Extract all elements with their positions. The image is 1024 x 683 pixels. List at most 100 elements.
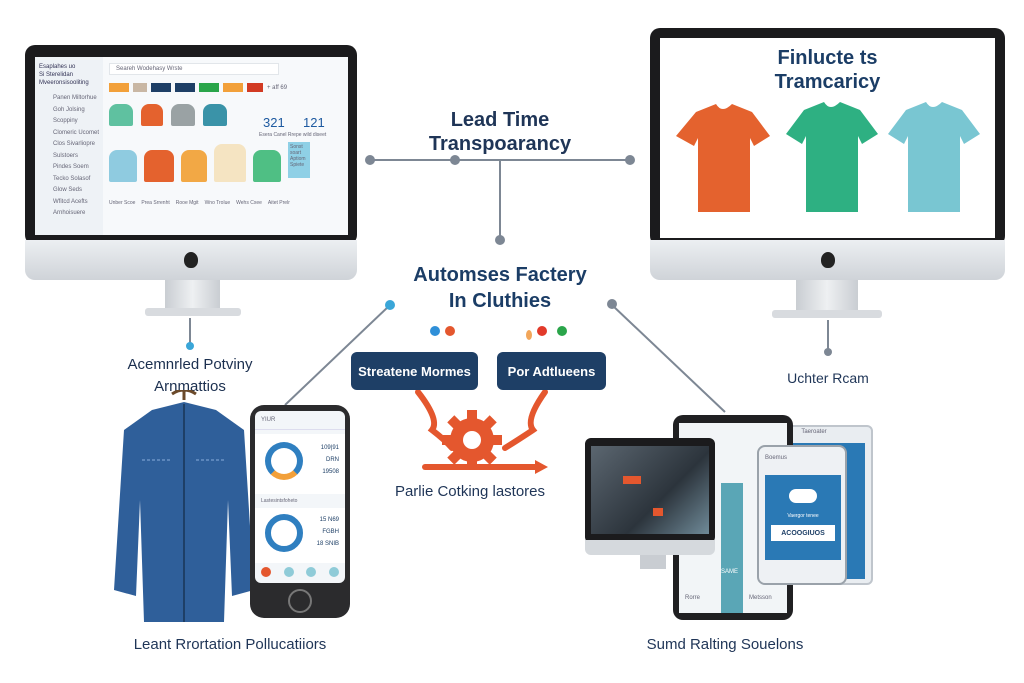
filter-label: + aff 69 bbox=[267, 84, 288, 91]
card-value: DRN bbox=[326, 457, 339, 463]
swatch[interactable] bbox=[133, 83, 147, 92]
ring-icon bbox=[265, 514, 303, 552]
card-value: 15 N69 bbox=[319, 517, 339, 523]
color-swatches: + aff 69 bbox=[109, 83, 342, 92]
tab-icon[interactable] bbox=[283, 567, 294, 577]
bottom-left-caption: Leant Rrortation Pollucatiiors bbox=[133, 636, 327, 653]
tab-icon[interactable] bbox=[261, 567, 272, 577]
footer-label: Metsson bbox=[749, 595, 772, 601]
metric-caption: Esera Canel Rrepe wild diseet bbox=[259, 132, 327, 138]
tab-icon[interactable] bbox=[328, 567, 339, 577]
card-value: 109|91 bbox=[320, 445, 339, 451]
product-label: Prea Srrenht bbox=[141, 200, 170, 206]
monitor-stand bbox=[165, 280, 220, 310]
sidebar-title: Esaplahes uo Si Sterelidan Mveeronsisool… bbox=[39, 63, 99, 87]
monitor-screen: Esaplahes uo Si Sterelidan Mveeronsisool… bbox=[35, 57, 348, 235]
phone-card[interactable]: 15 N69 FGBH 18 SNIB bbox=[255, 508, 345, 563]
tablet-label: Taeroater bbox=[801, 429, 827, 435]
product-row bbox=[109, 104, 342, 126]
card-value: FGBH bbox=[322, 529, 339, 535]
product-label: Wno Trolue bbox=[204, 200, 231, 206]
sidebar-item[interactable]: Sulstoers bbox=[53, 152, 79, 159]
title-line: Finlucte ts bbox=[777, 47, 878, 69]
caption-line: Acemnrled Potviny bbox=[127, 356, 253, 373]
device-icon bbox=[789, 489, 817, 503]
phone-header: YIUR bbox=[255, 411, 345, 430]
product-label: Wehs Cxee bbox=[236, 200, 262, 206]
swatch[interactable] bbox=[247, 83, 263, 92]
sidebar-item[interactable]: Tecko Solasof bbox=[53, 175, 91, 182]
monitor-base bbox=[145, 308, 241, 316]
monitor-stand bbox=[796, 280, 858, 312]
sidebar-item[interactable]: Scoppiny bbox=[53, 118, 78, 124]
title-line: Automses Factery bbox=[413, 264, 587, 286]
phone-card[interactable]: 109|91 DRN 19508 bbox=[255, 434, 345, 494]
monitor-screen: Finlucte ts Tramcaricy bbox=[660, 38, 995, 238]
card-values: 15 N69 FGBH 18 SNIB bbox=[317, 514, 339, 550]
jacket-product[interactable] bbox=[109, 104, 133, 126]
sidebar: Esaplahes uo Si Sterelidan Mveeronsisool… bbox=[35, 57, 103, 235]
jacket-product[interactable] bbox=[109, 150, 137, 182]
monitor-chin bbox=[650, 240, 1005, 280]
status-dot bbox=[445, 326, 455, 336]
sidebar-item[interactable]: Arnhoisuere bbox=[53, 210, 86, 216]
status-marker bbox=[623, 476, 641, 484]
card-value: 18 SNIB bbox=[316, 541, 339, 547]
screen-title: Finlucte ts Tramcaricy bbox=[720, 46, 935, 94]
hanger-icon bbox=[171, 390, 197, 400]
search-input[interactable]: Seareh Wodehasy Wrste bbox=[109, 63, 279, 75]
left-monitor: Esaplahes uo Si Sterelidan Mveeronsisool… bbox=[25, 45, 357, 245]
jacket-product[interactable] bbox=[253, 150, 281, 182]
tablet-title: Boemus bbox=[765, 455, 788, 461]
jacket-product[interactable] bbox=[144, 150, 174, 182]
sidebar-item[interactable]: Goh Jolsing bbox=[53, 106, 85, 113]
sidebar-item[interactable]: Clos Sivarliopre bbox=[53, 141, 96, 147]
action-button[interactable]: ACOOGIUOS bbox=[771, 525, 835, 541]
monitor-chin bbox=[585, 540, 715, 555]
sidebar-title-line: Esaplahes uo bbox=[39, 64, 76, 70]
title-line: In Cluthies bbox=[448, 290, 552, 312]
lead-time-title: Lead Time Transpoarancy bbox=[400, 108, 600, 156]
jacket-product[interactable] bbox=[203, 104, 227, 126]
factory-title: Automses Factery In Cluthies bbox=[380, 262, 620, 314]
jacket-product[interactable] bbox=[181, 150, 207, 182]
sidebar-item[interactable]: Pindes Soem bbox=[53, 164, 89, 170]
sidebar-item[interactable]: Clomeric Ucomet bbox=[53, 129, 100, 136]
monitor-chin bbox=[25, 240, 357, 280]
right-caption: Uchter Rcam bbox=[787, 370, 869, 386]
status-dot bbox=[537, 326, 547, 336]
jacket-product[interactable] bbox=[171, 104, 195, 126]
status-dot bbox=[526, 330, 532, 340]
swatch[interactable] bbox=[223, 83, 243, 92]
home-button[interactable] bbox=[288, 589, 312, 613]
jacket-product[interactable] bbox=[141, 104, 163, 126]
jacket-product[interactable] bbox=[214, 144, 246, 182]
status-dot bbox=[430, 326, 440, 336]
swatch[interactable] bbox=[175, 83, 195, 92]
swatch[interactable] bbox=[109, 83, 129, 92]
swatch[interactable] bbox=[151, 83, 171, 92]
main-panel: Seareh Wodehasy Wrste + aff 69 321 121 E… bbox=[103, 57, 348, 235]
promo-card[interactable]: Sonst soart Aptiom Spiete bbox=[288, 142, 310, 178]
swatch[interactable] bbox=[199, 83, 219, 92]
sidebar-title-line: Mveeronsisooliting bbox=[39, 80, 89, 86]
sidebar-item[interactable]: Wfitcd Acefts bbox=[53, 198, 88, 205]
tshirt-orange bbox=[676, 104, 770, 212]
title-line: Tramcaricy bbox=[774, 71, 881, 93]
status-marker bbox=[653, 508, 663, 516]
card-value: 19508 bbox=[322, 469, 339, 475]
phone-screen: YIUR 109|91 DRN 19508 Lastesintsfoheto 1… bbox=[255, 411, 345, 583]
adjustments-button[interactable]: Por Adtlueens bbox=[497, 352, 606, 390]
product-label: Rooe Mgit bbox=[175, 200, 199, 206]
sidebar-list: Panen Miltorhue Goh Jolsing Scoppiny Clo… bbox=[39, 93, 99, 220]
sidebar-item[interactable]: Glow Seds bbox=[53, 187, 83, 193]
sidebar-item[interactable]: Panen Miltorhue bbox=[53, 95, 97, 101]
product-label: Aitet Prelr bbox=[267, 200, 290, 206]
bottom-right-caption: Sumd Ralting Souelons bbox=[646, 636, 804, 653]
product-labels: Unber Scoe Prea Srrenht Rooe Mgit Wno Tr… bbox=[109, 200, 342, 206]
tab-icon[interactable] bbox=[306, 567, 317, 577]
tshirt-green bbox=[786, 102, 878, 212]
tshirt-lightblue bbox=[888, 102, 980, 212]
streamline-button[interactable]: Streatene Mormes bbox=[351, 352, 478, 390]
gauge-icon bbox=[265, 442, 303, 480]
